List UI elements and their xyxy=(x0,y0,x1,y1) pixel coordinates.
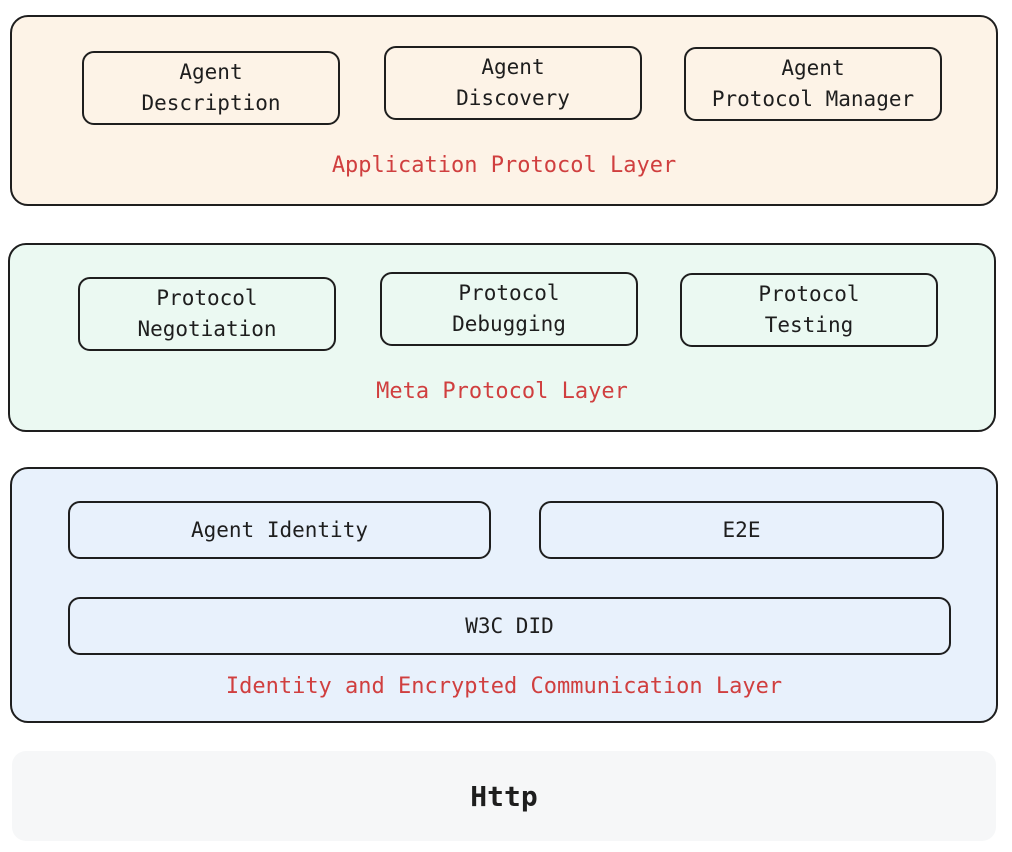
http-layer: Http xyxy=(12,751,996,841)
identity-layer-label: Identity and Encrypted Communication Lay… xyxy=(225,674,783,699)
http-layer-label: Http xyxy=(470,779,538,813)
w3c-did-box: W3C DID xyxy=(68,597,951,655)
protocol-debugging-box: Protocol Debugging xyxy=(380,272,638,346)
e2e-box: E2E xyxy=(539,501,944,559)
identity-encrypted-communication-layer: Agent Identity E2E W3C DID Identity and … xyxy=(10,467,998,723)
agent-identity-box: Agent Identity xyxy=(68,501,491,559)
protocol-testing-box: Protocol Testing xyxy=(680,273,938,347)
agent-description-box: Agent Description xyxy=(82,51,340,125)
protocol-negotiation-box: Protocol Negotiation xyxy=(78,277,336,351)
agent-discovery-box: Agent Discovery xyxy=(384,46,642,120)
application-protocol-layer: Agent Description Agent Discovery Agent … xyxy=(10,15,998,206)
meta-protocol-layer-label: Meta Protocol Layer xyxy=(376,379,628,404)
meta-protocol-layer: Protocol Negotiation Protocol Debugging … xyxy=(8,243,996,432)
agent-protocol-manager-box: Agent Protocol Manager xyxy=(684,47,942,121)
application-protocol-layer-label: Application Protocol Layer xyxy=(331,153,677,178)
